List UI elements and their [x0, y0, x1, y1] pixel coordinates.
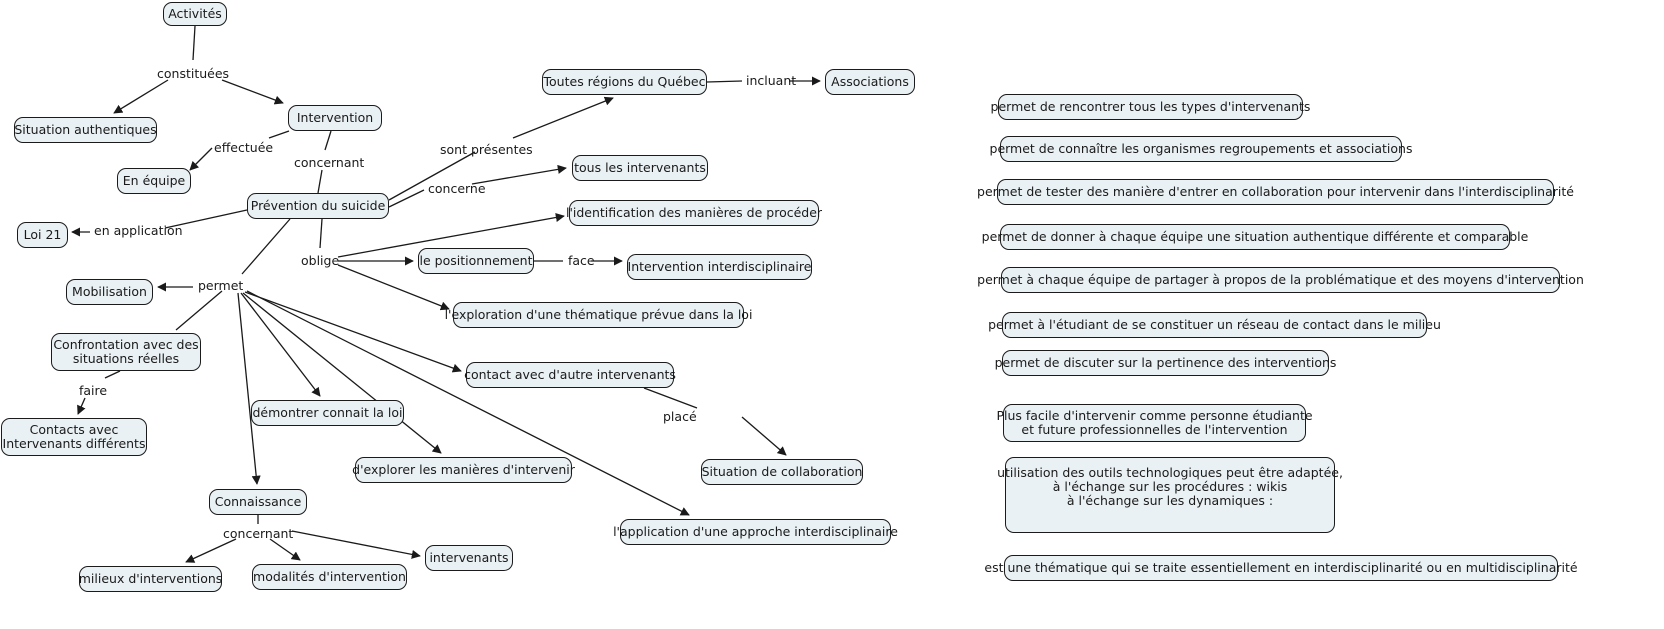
- note-note-2[interactable]: permet de connaître les organismes regro…: [990, 136, 1412, 162]
- note-note-10[interactable]: est une thématique qui se traite essenti…: [984, 555, 1578, 581]
- node-tous-les-intervenants[interactable]: tous les intervenants: [572, 155, 708, 181]
- node-mobilisation[interactable]: Mobilisation: [66, 279, 153, 305]
- node-contacts-avec-intervenants-differents[interactable]: Contacts avec Intervenants différents: [1, 418, 147, 456]
- edge-label-faire: faire: [79, 383, 108, 398]
- edge-effectuee-en-equipe: [189, 147, 213, 171]
- edge-label-effectuee: effectuée: [214, 140, 274, 155]
- node-situation-de-collaboration[interactable]: Situation de collaboration: [701, 459, 863, 485]
- edge-label-face: face: [568, 253, 595, 268]
- node-identification-manieres-proceder[interactable]: l'identification des manières de procéde…: [566, 200, 822, 226]
- node-connaissance[interactable]: Connaissance: [209, 489, 307, 515]
- edge-concernant-prevention: [317, 169, 323, 194]
- edge-permet-connaissance: [237, 292, 261, 485]
- note-note-4[interactable]: permet de donner à chaque équipe une sit…: [982, 224, 1528, 250]
- edge-label-constituees: constituées: [157, 66, 230, 81]
- edge-label-permet: permet: [198, 278, 244, 293]
- node-intervenants[interactable]: intervenants: [425, 545, 513, 571]
- edge-prevention-permet: [241, 218, 291, 275]
- node-intervention[interactable]: Intervention: [288, 105, 382, 131]
- note-note-7[interactable]: permet de discuter sur la pertinence des…: [995, 350, 1336, 376]
- edge-label-en-application: en application: [94, 223, 183, 238]
- edge-sont-presentes-toutes-regions: [512, 96, 614, 139]
- edge-permet-explorer-manieres: [242, 292, 442, 454]
- edge-label-concernant-intervention: concernant: [294, 155, 365, 170]
- note-note-9[interactable]: utilisation des outils technologiques pe…: [997, 457, 1343, 533]
- node-associations[interactable]: Associations: [825, 69, 915, 95]
- node-loi-21[interactable]: Loi 21: [17, 222, 68, 248]
- edge-prevention-concerne: [388, 189, 425, 208]
- edge-label-concerne: concerne: [428, 181, 486, 196]
- node-exploration-thematique-loi[interactable]: l'exploration d'une thématique prévue da…: [445, 302, 752, 328]
- edge-intervention-effectuee: [268, 130, 290, 139]
- note-note-8[interactable]: Plus facile d'intervenir comme personne …: [996, 404, 1313, 442]
- node-application-approche-interdisciplinaire[interactable]: l'application d'une approche interdiscip…: [613, 519, 898, 545]
- edge-contact-place: [643, 387, 698, 409]
- node-explorer-manieres-intervenir[interactable]: d'explorer les manières d'intervenir: [352, 457, 575, 483]
- edge-concerne-tous-les-intervenants: [471, 164, 567, 185]
- edge-toutes-regions-incluant: [706, 80, 743, 83]
- edge-prevention-oblige: [319, 218, 323, 249]
- node-situation-authentiques[interactable]: Situation authentiques: [14, 117, 157, 143]
- node-confrontation-situations-reelles[interactable]: Confrontation avec des situations réelle…: [51, 333, 201, 371]
- edge-label-sont-presentes: sont présentes: [440, 142, 533, 157]
- edge-concernant-milieux: [185, 538, 237, 563]
- edge-constituees-situation-authentiques: [113, 79, 169, 114]
- edge-permet-confrontation: [175, 290, 223, 331]
- node-prevention-du-suicide[interactable]: Prévention du suicide: [247, 193, 389, 219]
- edge-place-situation-collaboration: [741, 416, 787, 456]
- edge-constituees-intervention: [221, 79, 284, 105]
- node-activites[interactable]: Activités: [163, 2, 227, 26]
- note-note-6[interactable]: permet à l'étudiant de se constituer un …: [988, 312, 1441, 338]
- node-demontrer-connait-la-loi[interactable]: démontrer connait la loi: [251, 400, 404, 426]
- edge-label-incluant: incluant: [746, 73, 797, 88]
- edge-faire-contacts-avec: [77, 397, 86, 415]
- edge-concernant-modalites: [269, 538, 301, 561]
- node-milieux-interventions[interactable]: milieux d'interventions: [79, 566, 222, 592]
- edge-intervention-concernant: [324, 130, 332, 151]
- node-en-equipe[interactable]: En équipe: [117, 168, 191, 194]
- node-intervention-interdisciplinaire[interactable]: Intervention interdisciplinaire: [627, 254, 812, 280]
- edge-concernant-intervenants: [291, 530, 421, 559]
- edge-confrontation-faire: [104, 370, 121, 379]
- edge-activites-constituees: [192, 25, 196, 61]
- edge-permet-contact-autre-intervenants: [244, 291, 462, 373]
- note-note-5[interactable]: permet à chaque équipe de partager à pro…: [977, 267, 1584, 293]
- edge-label-oblige: oblige: [301, 253, 340, 268]
- edge-label-place: placé: [663, 409, 697, 424]
- node-contact-avec-autre-intervenants[interactable]: contact avec d'autre intervenants: [464, 362, 676, 388]
- edge-label-concernant-connaissance: concernant: [223, 526, 294, 541]
- note-note-1[interactable]: permet de rencontrer tous les types d'in…: [991, 94, 1310, 120]
- node-le-positionnement[interactable]: le positionnement: [418, 248, 534, 274]
- edge-permet-demontrer-connait-la-loi: [240, 292, 321, 397]
- node-modalites-intervention[interactable]: modalités d'intervention: [252, 564, 407, 590]
- note-note-3[interactable]: permet de tester des manière d'entrer en…: [977, 179, 1574, 205]
- node-toutes-regions-du-quebec[interactable]: Toutes régions du Québec: [542, 69, 707, 95]
